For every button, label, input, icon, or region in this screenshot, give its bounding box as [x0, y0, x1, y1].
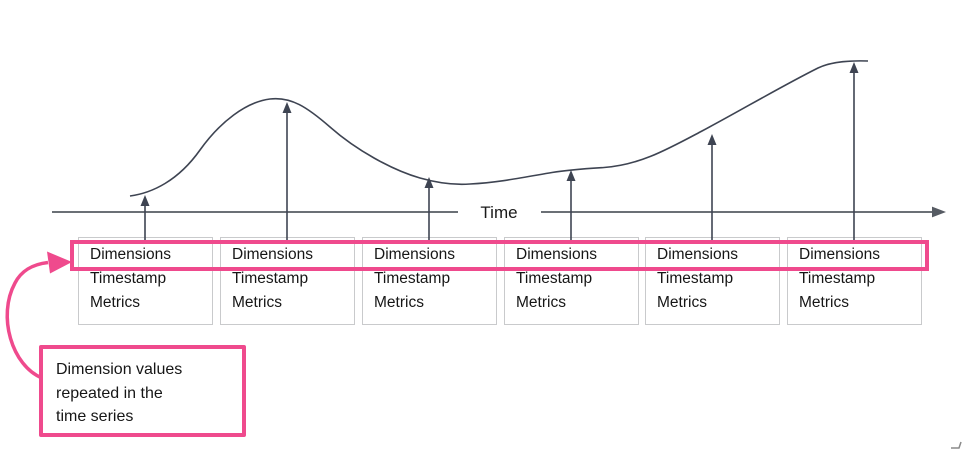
record-box-metrics-label: Metrics: [657, 294, 707, 311]
time-axis-arrowhead-icon: [932, 206, 946, 218]
record-box-timestamp-label: Timestamp: [516, 270, 593, 287]
record-box-4: Dimensions Timestamp Metrics: [504, 237, 639, 325]
record-box-dimensions-label: Dimensions: [657, 246, 738, 263]
record-box-6: Dimensions Timestamp Metrics: [787, 237, 922, 325]
callout-box: Dimension values repeated in the time se…: [39, 345, 246, 437]
record-box-timestamp-label: Timestamp: [657, 270, 734, 287]
record-box-timestamp-label: Timestamp: [90, 270, 167, 287]
time-series-curve: [129, 60, 869, 197]
callout-line: repeated in the: [56, 384, 163, 402]
record-box-dimensions-label: Dimensions: [516, 246, 597, 263]
record-box-metrics-label: Metrics: [90, 294, 140, 311]
time-axis-label: Time: [480, 203, 517, 222]
record-box-metrics-label: Metrics: [232, 294, 282, 311]
record-box-1: Dimensions Timestamp Metrics: [78, 237, 213, 325]
record-box-dimensions-label: Dimensions: [232, 246, 313, 263]
record-box-dimensions-label: Dimensions: [374, 246, 455, 263]
cursor-artifact-icon: [951, 441, 962, 449]
callout-arrowhead-icon: [47, 251, 72, 274]
record-box-timestamp-label: Timestamp: [374, 270, 451, 287]
record-box-dimensions-label: Dimensions: [799, 246, 880, 263]
record-box-timestamp-label: Timestamp: [232, 270, 309, 287]
record-arrows: [140, 62, 859, 240]
callout-line: time series: [56, 408, 134, 425]
dimensions-row-highlight: [70, 240, 929, 271]
record-box-metrics-label: Metrics: [374, 294, 424, 311]
callout-line: Dimension values: [56, 361, 183, 378]
record-box-metrics-label: Metrics: [799, 294, 849, 311]
record-box-dimensions-label: Dimensions: [90, 246, 171, 263]
record-box-metrics-label: Metrics: [516, 294, 566, 311]
record-box-timestamp-label: Timestamp: [799, 270, 876, 287]
record-box-5: Dimensions Timestamp Metrics: [645, 237, 780, 325]
